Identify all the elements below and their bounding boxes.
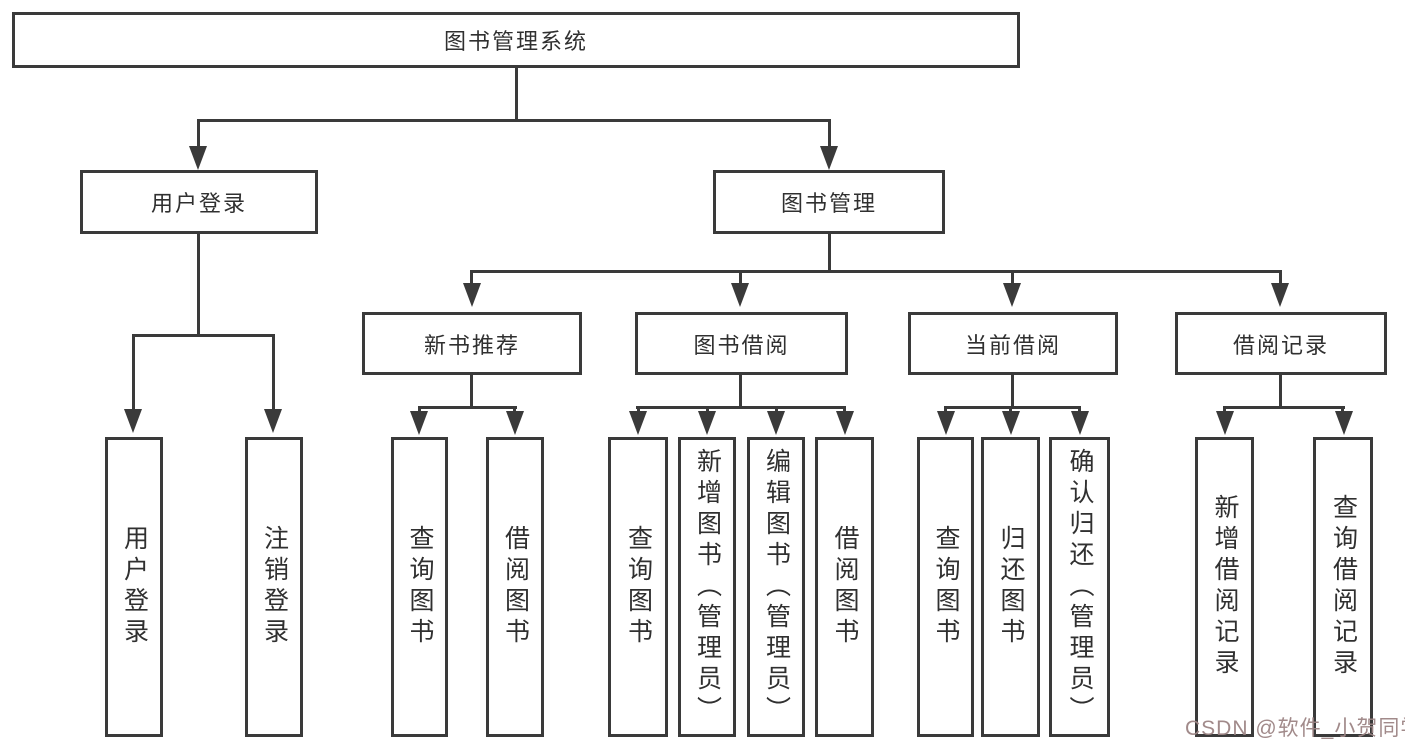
connector-book-management-trunk [828,234,831,272]
leaf-label: 新增借阅记录 [1211,494,1239,680]
leaf-confirm-return-admin: 确认归还（管理员） [1049,437,1110,737]
arrowhead-confirm-return [1071,411,1089,435]
connector-drop-new-book [470,270,473,283]
connector-book-borrowing-rail [636,406,846,409]
leaf-return-books: 归还图书 [981,437,1040,737]
leaf-label: 查询借阅记录 [1329,494,1358,680]
leaf-query-books-current: 查询图书 [917,437,974,737]
node-book-management-branch: 图书管理 [713,170,945,234]
leaf-label: 编辑图书（管理员） [762,447,791,727]
leaf-query-borrow-record: 查询借阅记录 [1313,437,1373,737]
arrowhead-leaf-user-login [124,409,142,433]
connector-drop-query-borrowing [637,406,640,414]
connector-user-login-rail [132,334,275,337]
leaf-edit-books-admin: 编辑图书（管理员） [747,437,805,737]
leaf-add-books-admin: 新增图书（管理员） [678,437,736,737]
connector-drop-return-books [1009,406,1012,414]
connector-drop-edit-books [775,406,778,414]
leaf-borrow-books: 借阅图书 [815,437,874,737]
arrowhead-query-borrowing [629,411,647,435]
leaf-label: 新增图书（管理员） [693,447,722,727]
connector-drop-leaf-logout [272,334,275,410]
arrowhead-borrow-books [836,411,854,435]
leaf-query-books-recommend: 查询图书 [391,437,448,737]
arrowhead-current-borrowing [1003,283,1021,307]
connector-drop-borrowing-records [1279,270,1282,283]
connector-drop-add-books [706,406,709,414]
arrowhead-query-record [1335,411,1353,435]
connector-current-borrowing-rail [944,406,1081,409]
connector-drop-query-record [1341,406,1344,414]
connector-current-borrowing-trunk [1011,375,1014,408]
connector-root-rail [197,119,831,122]
connector-user-login-trunk [197,234,200,336]
node-label: 借阅记录 [1232,332,1329,358]
node-label: 图书管理 [780,191,877,216]
arrowhead-query-current [937,411,955,435]
arrowhead-add-books [698,411,716,435]
arrowhead-book-management [820,146,838,170]
arrowhead-new-book [463,283,481,307]
connector-drop-confirm-return [1078,406,1081,414]
connector-drop-query-current [944,406,947,414]
leaf-label: 查询图书 [624,525,653,649]
connector-drop-borrow-books [843,406,846,414]
csdn-watermark: CSDN @软件_小贺同学 [1185,717,1405,740]
leaf-query-books-borrowing: 查询图书 [608,437,668,737]
node-label: 图书借阅 [693,332,790,358]
arrowhead-add-record [1216,411,1234,435]
arrowhead-leaf-logout [264,409,282,433]
connector-drop-current-borrowing [1011,270,1014,283]
leaf-label: 借阅图书 [831,525,859,649]
leaf-label: 查询图书 [932,525,960,649]
node-new-book-recommendation: 新书推荐 [362,312,582,375]
leaf-label: 归还图书 [997,525,1025,649]
node-book-borrowing: 图书借阅 [635,312,848,375]
leaf-label: 确认归还（管理员） [1066,447,1094,727]
arrowhead-borrowing-records [1271,283,1289,307]
arrowhead-user-login [189,146,207,170]
arrowhead-book-borrowing [731,283,749,307]
connector-root-trunk [515,68,518,119]
arrowhead-edit-books [767,411,785,435]
leaf-user-login: 用户登录 [105,437,163,737]
connector-drop-book-borrowing [739,270,742,283]
connector-drop-query-recommend [418,406,421,414]
leaf-label: 借阅图书 [501,525,530,649]
leaf-add-borrow-record: 新增借阅记录 [1195,437,1254,737]
node-borrowing-records: 借阅记录 [1175,312,1387,375]
connector-borrowing-records-rail [1223,406,1345,409]
arrowhead-borrow-recommend [506,411,524,435]
node-label: 新书推荐 [423,332,520,358]
node-label: 图书管理系统 [443,29,588,54]
leaf-label: 查询图书 [406,525,434,649]
connector-drop-add-record [1223,406,1226,414]
connector-book-borrowing-trunk [739,375,742,408]
node-label: 用户登录 [150,191,247,216]
connector-drop-book-management [828,119,831,147]
node-label: 当前借阅 [964,332,1061,358]
node-user-login-branch: 用户登录 [80,170,318,234]
leaf-logout: 注销登录 [245,437,303,737]
connector-borrowing-records-trunk [1279,375,1282,408]
connector-drop-user-login [197,119,200,147]
connector-book-management-rail [470,270,1281,273]
connector-drop-borrow-recommend [513,406,516,414]
connector-new-book-rail [418,406,517,409]
leaf-label: 用户登录 [120,525,149,649]
connector-new-book-trunk [470,375,473,408]
arrowhead-query-recommend [410,411,428,435]
node-current-borrowing: 当前借阅 [908,312,1118,375]
arrowhead-return-books [1002,411,1020,435]
connector-drop-leaf-user-login [132,334,135,410]
leaf-label: 注销登录 [260,525,289,649]
node-library-management-system: 图书管理系统 [12,12,1020,68]
leaf-borrow-books-recommend: 借阅图书 [486,437,544,737]
